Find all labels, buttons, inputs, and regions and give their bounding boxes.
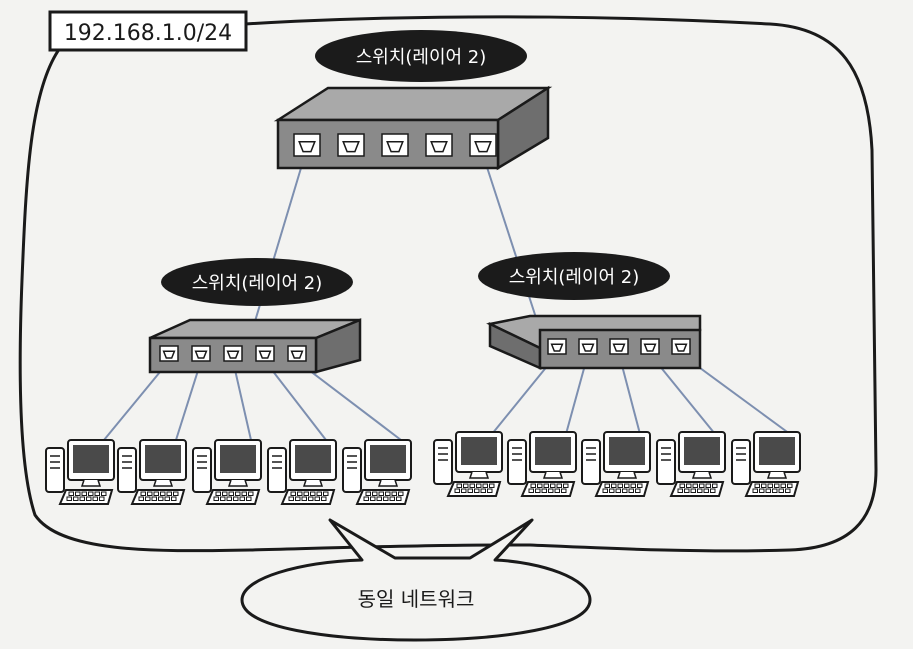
computer xyxy=(342,439,412,505)
core-switch-port xyxy=(337,133,365,157)
computer-tower xyxy=(192,447,212,493)
network-link xyxy=(249,157,305,339)
computer-screen xyxy=(535,437,571,465)
computer xyxy=(267,439,337,505)
left-switch-port xyxy=(223,345,243,362)
right-switch-label-pill: 스위치(레이어 2) xyxy=(478,252,670,300)
network-link xyxy=(264,360,327,441)
computer-keyboard xyxy=(669,481,725,497)
computer-screen xyxy=(295,445,331,473)
left-switch xyxy=(148,318,362,374)
computer-screen xyxy=(145,445,181,473)
computer-keyboard xyxy=(446,481,502,497)
computer-screen xyxy=(370,445,406,473)
network-link xyxy=(175,360,202,441)
right-switch-label: 스위치(레이어 2) xyxy=(509,267,640,288)
computer-tower xyxy=(342,447,362,493)
computer-screen xyxy=(684,437,720,465)
computer-keyboard xyxy=(280,489,336,505)
computer-tower xyxy=(267,447,287,493)
hosts-layer xyxy=(45,431,801,505)
right-switch-port xyxy=(547,338,567,355)
computer xyxy=(656,431,726,497)
computer-screen xyxy=(220,445,256,473)
network-link xyxy=(483,157,541,331)
left-switch-port xyxy=(255,345,275,362)
computer xyxy=(731,431,801,497)
core-switch xyxy=(273,85,553,171)
core-switch-label-pill: 스위치(레이어 2) xyxy=(315,30,527,82)
callout-text: 동일 네트워크 xyxy=(358,587,475,611)
computer-screen xyxy=(73,445,109,473)
right-switch-ports xyxy=(547,338,691,355)
left-switch-port xyxy=(159,345,179,362)
computer-tower xyxy=(433,439,453,485)
computer-keyboard xyxy=(744,481,800,497)
computer-keyboard xyxy=(520,481,576,497)
core-switch-ports xyxy=(293,133,497,157)
network-link xyxy=(232,360,252,441)
computer xyxy=(581,431,651,497)
core-switch-port xyxy=(469,133,497,157)
computer-keyboard xyxy=(130,489,186,505)
right-switch-port xyxy=(640,338,660,355)
computer-screen xyxy=(609,437,645,465)
computer xyxy=(192,439,262,505)
right-switch-port xyxy=(671,338,691,355)
computer-keyboard xyxy=(205,489,261,505)
right-switch-port xyxy=(609,338,629,355)
right-switch xyxy=(486,314,702,370)
core-switch-port xyxy=(293,133,321,157)
network-link xyxy=(103,360,170,441)
left-switch-port xyxy=(191,345,211,362)
left-switch-label-pill: 스위치(레이어 2) xyxy=(161,258,353,306)
computer-tower xyxy=(45,447,65,493)
computer xyxy=(45,439,115,505)
same-network-callout: 동일 네트워크 xyxy=(240,518,592,642)
subnet-label-box: 192.168.1.0/24 xyxy=(48,10,248,52)
computer-tower xyxy=(117,447,137,493)
computer-keyboard xyxy=(355,489,411,505)
computer-screen xyxy=(759,437,795,465)
core-switch-label: 스위치(레이어 2) xyxy=(356,47,487,68)
computer-tower xyxy=(581,439,601,485)
network-link xyxy=(296,360,402,441)
computer xyxy=(433,431,503,497)
computer xyxy=(117,439,187,505)
network-boundary xyxy=(18,15,878,553)
core-switch-port xyxy=(425,133,453,157)
computer-tower xyxy=(656,439,676,485)
computer-keyboard xyxy=(58,489,114,505)
computer-tower xyxy=(507,439,527,485)
callout-bubble xyxy=(240,518,592,642)
computer xyxy=(507,431,577,497)
core-switch-port xyxy=(381,133,409,157)
right-switch-port xyxy=(578,338,598,355)
computer-keyboard xyxy=(594,481,650,497)
computer-screen xyxy=(461,437,497,465)
left-switch-label: 스위치(레이어 2) xyxy=(192,273,323,294)
subnet-label: 192.168.1.0/24 xyxy=(64,21,232,46)
left-switch-ports xyxy=(159,345,307,362)
computer-tower xyxy=(731,439,751,485)
left-switch-port xyxy=(287,345,307,362)
